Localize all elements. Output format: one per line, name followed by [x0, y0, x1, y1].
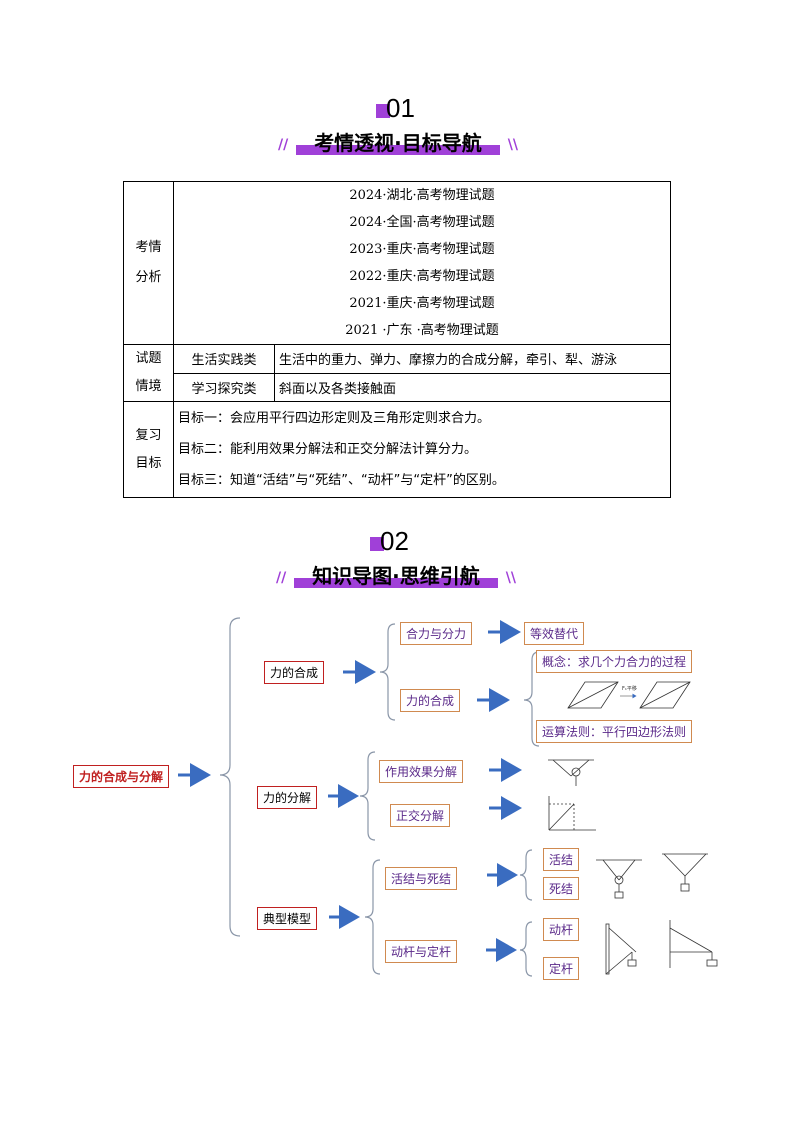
- node-effect: 作用效果分解: [379, 760, 464, 783]
- goal-item: 目标三：知道“活结”与“死结”、“动杆”与“定杆”的区别。: [178, 473, 505, 488]
- moving-rod-figure: [605, 923, 637, 975]
- section1-number: 01: [376, 93, 415, 124]
- goal-item: 目标二：能利用效果分解法和正交分解法计算分力。: [178, 442, 478, 457]
- node-rods: 动杆与定杆: [385, 940, 458, 963]
- orthogonal-figure: [548, 796, 596, 831]
- section2-slash-right: \\: [505, 570, 516, 586]
- section2-title: // 知识导图·思维引航 \\: [276, 564, 516, 588]
- node-orthogonal: 正交分解: [390, 804, 451, 827]
- fixed-rod-figure: [669, 920, 718, 968]
- section1-title-bar: [296, 145, 500, 155]
- section1-slash-left: //: [278, 137, 289, 153]
- context-desc: 斜面以及各类接触面: [274, 372, 671, 402]
- context-label: 试题情境: [123, 344, 174, 402]
- section2-slash-left: //: [276, 570, 287, 586]
- node-composition: 力的合成: [264, 661, 325, 684]
- node-live-knot: 活结: [543, 848, 580, 871]
- section1-slash-right: \\: [507, 137, 518, 153]
- parallel-caption: F₁平移: [622, 685, 637, 692]
- node-models: 典型模型: [257, 907, 318, 930]
- parallelogram-figure: [567, 681, 691, 709]
- node-knots: 活结与死结: [385, 867, 458, 890]
- section2-marker: [370, 537, 384, 551]
- node-dead-knot: 死结: [543, 877, 580, 900]
- live-knot-figure: [596, 859, 642, 899]
- goal-item: 目标一：会应用平行四边形定则及三角形定则求合力。: [178, 411, 491, 426]
- brace-composition-sub: [523, 651, 540, 747]
- exam-analysis-table: 考情分析 2024·湖北·高考物理试题 2024·全国·高考物理试题 2023·…: [123, 181, 671, 498]
- exam-year-item: 2021·重庆·高考物理试题: [349, 296, 495, 311]
- exam-year-item: 2022·重庆·高考物理试题: [349, 269, 495, 284]
- node-composition-sub: 力的合成: [400, 689, 461, 712]
- exam-year-item: 2024·全国·高考物理试题: [349, 215, 495, 230]
- node-rule: 运算法则：平行四边形法则: [536, 720, 693, 743]
- node-resultant: 合力与分力: [400, 622, 473, 645]
- node-concept: 概念：求几个力合力的过程: [536, 650, 693, 673]
- section2-number: 02: [370, 526, 409, 557]
- section2-title-bar: [294, 578, 498, 588]
- brace-knots: [519, 849, 533, 901]
- node-decomposition: 力的分解: [257, 786, 318, 809]
- brace-root: [219, 617, 241, 937]
- exam-year-item: 2024·湖北·高考物理试题: [349, 188, 495, 203]
- brace-decomposition: [359, 751, 376, 841]
- brace-composition: [379, 623, 396, 721]
- exam-year-item: 2021 ·广东 ·高考物理试题: [345, 323, 499, 338]
- exam-years-list: 2024·湖北·高考物理试题 2024·全国·高考物理试题 2023·重庆·高考…: [173, 181, 671, 345]
- node-root: 力的合成与分解: [73, 765, 170, 788]
- section1-marker: [376, 104, 390, 118]
- node-fixed-rod: 定杆: [543, 957, 580, 980]
- review-label: 复习目标: [123, 401, 174, 498]
- context-type: 学习探究类: [173, 372, 275, 402]
- brace-models: [364, 859, 381, 975]
- section1-title: // 考情透视·目标导航 \\: [278, 131, 518, 155]
- exam-year-item: 2023·重庆·高考物理试题: [349, 242, 495, 257]
- brace-rods: [519, 921, 533, 977]
- node-moving-rod: 动杆: [543, 918, 580, 941]
- analysis-label: 考情分析: [123, 181, 174, 345]
- review-goals: 目标一：会应用平行四边形定则及三角形定则求合力。 目标二：能利用效果分解法和正交…: [173, 401, 671, 498]
- effect-decomposition-figure: [548, 759, 594, 786]
- dead-knot-figure: [662, 853, 708, 892]
- node-equivalent: 等效替代: [524, 622, 585, 645]
